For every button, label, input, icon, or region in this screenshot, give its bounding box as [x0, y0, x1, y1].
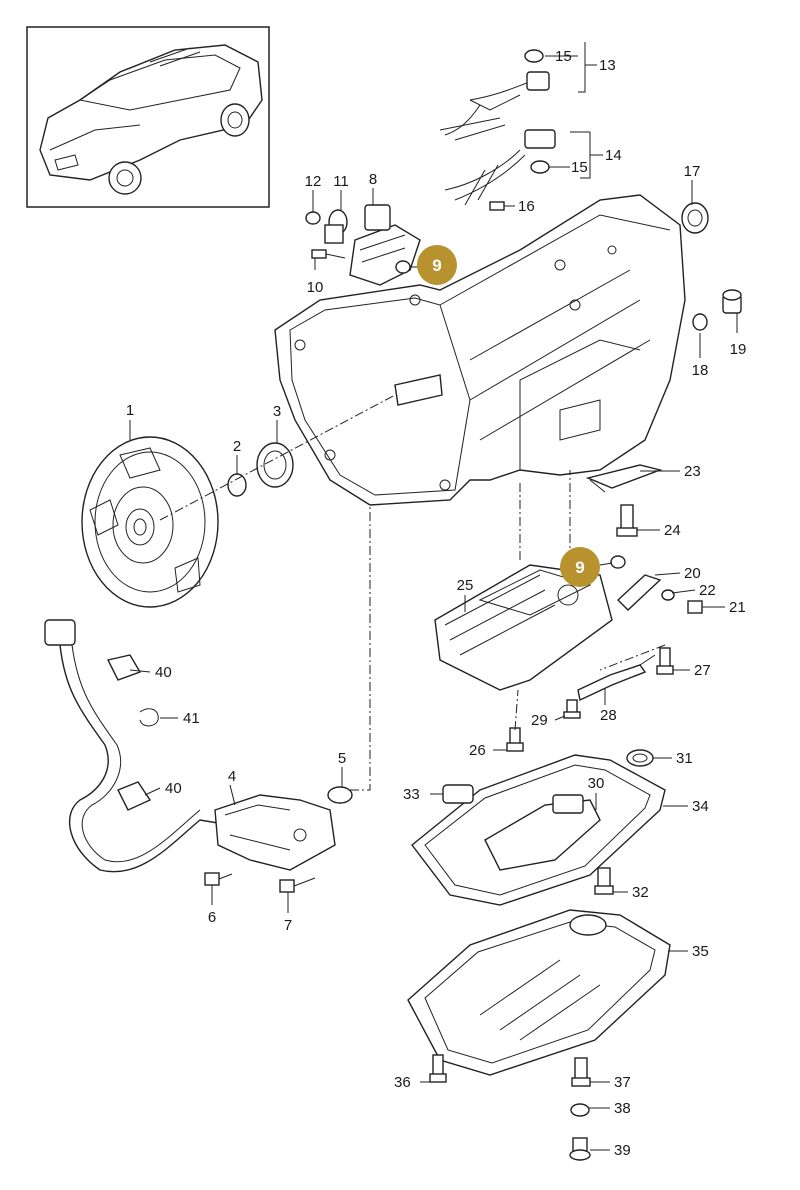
- label-21: 21: [729, 599, 746, 616]
- torque-converter: [81, 436, 219, 608]
- label-41: 41: [183, 710, 200, 727]
- label-17: 17: [684, 163, 701, 180]
- plug-39: [569, 1137, 591, 1161]
- sensor-28: [577, 654, 656, 702]
- label-1: 1: [126, 402, 134, 419]
- label-11: 11: [333, 173, 349, 190]
- bolt-32: [594, 867, 614, 895]
- label-20: 20: [684, 565, 701, 582]
- actuator-4: [214, 794, 336, 871]
- leader-lines: [129, 42, 738, 1151]
- seal-ring-5: [327, 786, 353, 804]
- label-8: 8: [369, 171, 377, 188]
- label-12: 12: [305, 173, 322, 190]
- seal-31: [626, 749, 654, 767]
- bolt-24: [616, 504, 638, 537]
- label-3: 3: [273, 403, 281, 420]
- nut-21: [687, 600, 703, 614]
- badge-middle-label: 9: [575, 558, 584, 577]
- clip-40-lower: [117, 781, 152, 811]
- washer-22: [661, 589, 675, 601]
- filter-30: [484, 794, 601, 871]
- highlight-badge-top[interactable]: 9: [417, 245, 457, 285]
- label-5: 5: [338, 750, 346, 767]
- label-19: 19: [730, 341, 747, 358]
- wiring-harness-13: [444, 49, 550, 136]
- label-16: 16: [518, 198, 535, 215]
- label-13: 13: [599, 57, 616, 74]
- label-25: 25: [457, 577, 474, 594]
- washer-9-middle: [610, 555, 626, 569]
- transmission-housing: [274, 194, 686, 506]
- bolt-26: [506, 727, 524, 752]
- label-4: 4: [228, 768, 236, 785]
- label-35: 35: [692, 943, 709, 960]
- label-28: 28: [600, 707, 617, 724]
- highlight-badge-middle[interactable]: 9: [560, 547, 600, 587]
- washer-18: [692, 313, 708, 331]
- lever-20: [616, 574, 662, 611]
- label-31: 31: [676, 750, 693, 767]
- bolt-6: [204, 872, 233, 886]
- valve-body-25: [434, 564, 613, 691]
- assembly-lines: [159, 394, 666, 791]
- label-15-lower: 15: [571, 159, 588, 176]
- label-40-upper: 40: [155, 664, 172, 681]
- label-18: 18: [692, 362, 709, 379]
- label-2: 2: [233, 438, 241, 455]
- label-37: 37: [614, 1074, 631, 1091]
- bolt-27: [656, 647, 674, 675]
- cover-11: [324, 209, 348, 244]
- plug-19: [722, 289, 742, 314]
- seal-ring-2: [227, 473, 247, 497]
- bolt-10: [311, 249, 346, 259]
- label-7: 7: [284, 917, 292, 934]
- bolt-29: [563, 699, 581, 719]
- label-23: 23: [684, 463, 701, 480]
- bolt-37: [571, 1057, 591, 1087]
- part-labels: 1 2 3 4 5 6 7 8 10 11 12 13 14 15 15 16 …: [126, 48, 747, 1159]
- label-30: 30: [588, 775, 605, 792]
- clip-40-upper: [106, 654, 142, 681]
- nut-12: [305, 211, 321, 225]
- label-6: 6: [208, 909, 216, 926]
- vehicle-thumbnail: [26, 26, 270, 208]
- label-10: 10: [307, 279, 324, 296]
- label-39: 39: [614, 1142, 631, 1159]
- label-34: 34: [692, 798, 709, 815]
- wiring-harness-14: [439, 117, 556, 206]
- bolt-36: [429, 1054, 447, 1083]
- seal-9-top: [395, 260, 411, 274]
- label-33: 33: [403, 786, 420, 803]
- shaft-seal-3: [256, 442, 294, 488]
- label-36: 36: [394, 1074, 411, 1091]
- label-15-upper: 15: [555, 48, 572, 65]
- seal-17: [681, 202, 709, 234]
- label-32: 32: [632, 884, 649, 901]
- label-14: 14: [605, 147, 622, 164]
- plug-33: [442, 784, 474, 804]
- label-29: 29: [531, 712, 548, 729]
- selector-switch-8: [349, 204, 421, 286]
- label-27: 27: [694, 662, 711, 679]
- badge-top-label: 9: [432, 256, 441, 275]
- oil-pan-35: [407, 909, 671, 1076]
- label-40-lower: 40: [165, 780, 182, 797]
- washer-38: [570, 1103, 590, 1117]
- wiring-harness-main: [44, 619, 231, 873]
- label-38: 38: [614, 1100, 631, 1117]
- label-22: 22: [699, 582, 716, 599]
- label-26: 26: [469, 742, 486, 759]
- bolt-7: [279, 877, 316, 893]
- clamp-41: [139, 708, 159, 727]
- label-24: 24: [664, 522, 681, 539]
